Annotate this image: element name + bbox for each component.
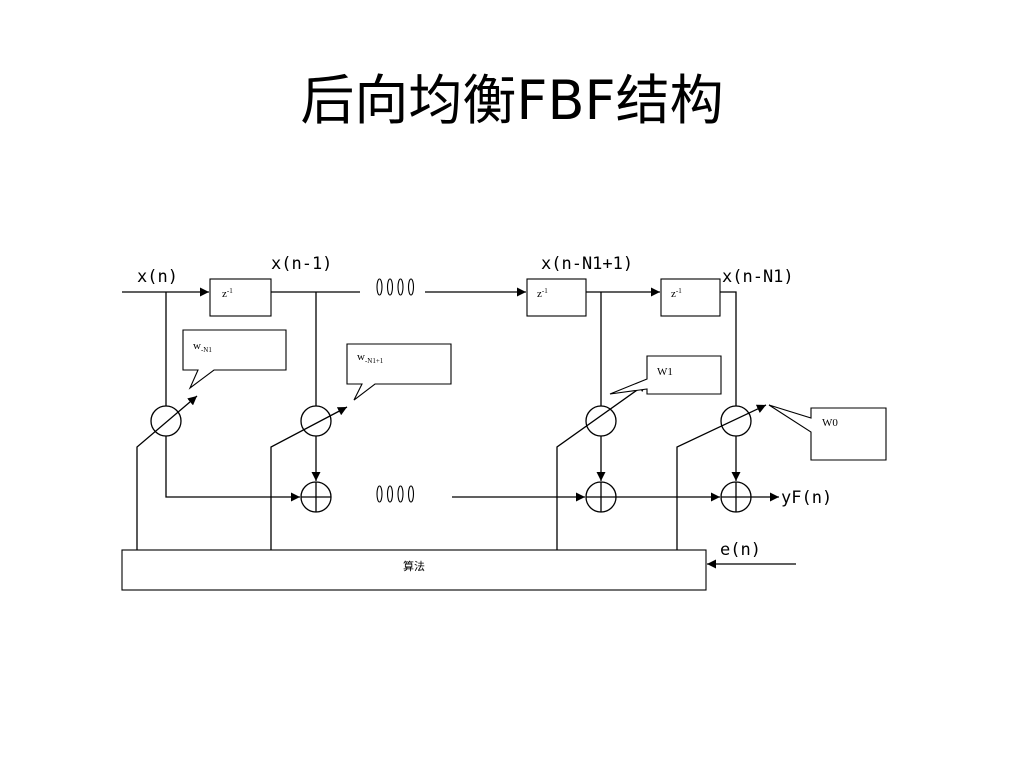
algorithm-label: 算法 — [403, 559, 425, 573]
last-tap-line — [720, 291, 737, 406]
weight-callout-1 — [346, 343, 452, 401]
delay-line-ellipsis — [376, 278, 415, 296]
adder-1 — [300, 481, 332, 513]
ellipsis-dot — [386, 278, 394, 296]
weight-callout-2 — [609, 355, 722, 395]
weight-label-3: W0 — [822, 417, 838, 429]
weight-update-arrow-3 — [676, 404, 767, 550]
ellipsis-dot — [407, 278, 415, 296]
delay-box-3 — [660, 278, 721, 317]
multiplier-3 — [720, 405, 752, 437]
ellipsis-dot — [397, 278, 404, 296]
sum-line-ellipsis — [376, 485, 415, 503]
delay-box-2 — [526, 278, 587, 317]
delay-label-3: z-1 — [671, 287, 682, 300]
weight-label-2: W1 — [657, 366, 673, 378]
weight-update-arrow-0 — [136, 395, 198, 550]
algorithm-block — [121, 549, 707, 591]
tap-n1-minus-1-signal-label: x(n-N1+1) — [541, 254, 633, 274]
adder-2 — [585, 481, 617, 513]
weight-callout-0 — [182, 329, 287, 390]
ellipsis-dot — [376, 485, 383, 503]
weight-update-arrow-1 — [270, 406, 348, 550]
tap-n1-signal-label: x(n-N1) — [722, 267, 794, 287]
tap-1-signal-label: x(n-1) — [271, 254, 332, 274]
weight-callout-3 — [768, 404, 887, 461]
input-signal-label: x(n) — [137, 267, 178, 287]
multiplier-2 — [585, 405, 617, 437]
product-0-arrow — [165, 436, 300, 502]
ellipsis-dot — [386, 485, 394, 503]
weight-update-arrow-2 — [556, 382, 648, 550]
output-signal-label: yF(n) — [781, 488, 832, 508]
multiplier-1 — [300, 405, 332, 437]
weight-label-0: w-N1 — [193, 340, 212, 354]
delay-label-1: z-1 — [222, 287, 233, 300]
adder-3 — [720, 481, 752, 513]
error-signal-label: e(n) — [720, 540, 761, 560]
weight-label-1: w-N1+1 — [357, 351, 384, 365]
ellipsis-dot — [376, 278, 383, 296]
delay-box-1 — [209, 278, 272, 317]
ellipsis-dot — [397, 485, 404, 503]
delay-label-2: z-1 — [537, 287, 548, 300]
ellipsis-dot — [407, 485, 415, 503]
slide-title: 后向均衡FBF结构 — [300, 69, 723, 132]
